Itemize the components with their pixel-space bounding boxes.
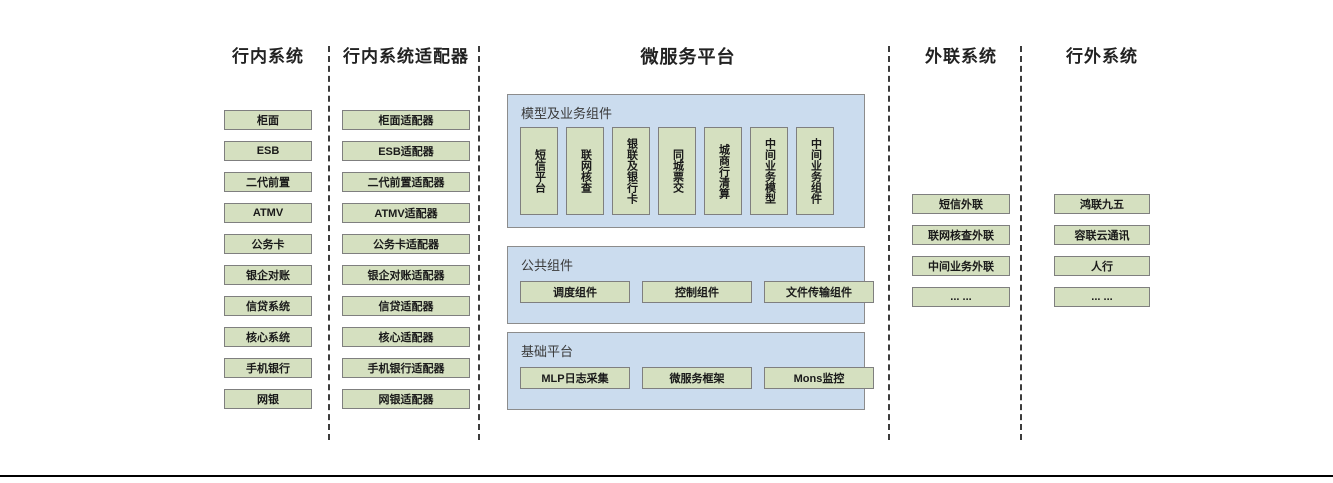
node-item[interactable]: 银企对账 — [224, 265, 312, 285]
column-title-external: 外联系统 — [925, 47, 997, 66]
node-list-external: 短信外联 联网核查外联 中间业务外联 ... ... — [890, 194, 1032, 318]
node-label: 中间业务模型 — [763, 138, 776, 204]
node-item[interactable]: 联网核查外联 — [912, 225, 1010, 245]
column-inbank-adapters: 行内系统适配器 柜面适配器 ESB适配器 二代前置适配器 ATMV适配器 公务卡… — [338, 46, 474, 420]
node-item[interactable]: 网银 — [224, 389, 312, 409]
node-item[interactable]: ESB — [224, 141, 312, 161]
node-item[interactable]: 城商行清算 — [704, 127, 742, 215]
node-item[interactable]: 调度组件 — [520, 281, 630, 303]
panel-title-base: 基础平台 — [521, 344, 574, 359]
column-title-platform: 微服务平台 — [640, 47, 736, 67]
node-label: 短信平台 — [533, 149, 546, 193]
node-item[interactable]: 二代前置 — [224, 172, 312, 192]
node-item[interactable]: 信贷适配器 — [342, 296, 470, 316]
node-item[interactable]: 短信外联 — [912, 194, 1010, 214]
node-item[interactable]: 核心系统 — [224, 327, 312, 347]
node-item[interactable]: 鸿联九五 — [1054, 194, 1150, 214]
node-list-inbank: 柜面 ESB 二代前置 ATMV 公务卡 银企对账 信贷系统 核心系统 手机银行… — [208, 110, 328, 420]
node-item[interactable]: 银联及银行卡 — [612, 127, 650, 215]
node-item[interactable]: 控制组件 — [642, 281, 752, 303]
node-item[interactable]: MLP日志采集 — [520, 367, 630, 389]
node-item[interactable]: 微服务框架 — [642, 367, 752, 389]
node-item[interactable]: 联网核查 — [566, 127, 604, 215]
node-item[interactable]: ATMV适配器 — [342, 203, 470, 223]
node-label: 同城票交 — [671, 149, 684, 193]
node-item[interactable]: 公务卡适配器 — [342, 234, 470, 254]
node-item[interactable]: ... ... — [912, 287, 1010, 307]
node-item[interactable]: 同城票交 — [658, 127, 696, 215]
bottom-rule — [0, 475, 1333, 477]
node-item[interactable]: 手机银行适配器 — [342, 358, 470, 378]
node-item[interactable]: 银企对账适配器 — [342, 265, 470, 285]
panel-title-model: 模型及业务组件 — [521, 106, 613, 121]
node-item[interactable]: 文件传输组件 — [764, 281, 874, 303]
node-item[interactable]: 短信平台 — [520, 127, 558, 215]
column-divider-3 — [888, 46, 890, 440]
node-item[interactable]: ... ... — [1054, 287, 1150, 307]
node-item[interactable]: ATMV — [224, 203, 312, 223]
node-list-base: MLP日志采集 微服务框架 Mons监控 — [520, 367, 874, 389]
panel-base-platform: 基础平台 MLP日志采集 微服务框架 Mons监控 — [507, 332, 874, 410]
node-item[interactable]: 信贷系统 — [224, 296, 312, 316]
node-item[interactable]: 柜面适配器 — [342, 110, 470, 130]
node-item[interactable]: 容联云通讯 — [1054, 225, 1150, 245]
node-item[interactable]: 中间业务组件 — [796, 127, 834, 215]
node-list-model: 短信平台 联网核查 银联及银行卡 同城票交 城商行清算 中间业务模型 — [520, 127, 834, 215]
column-title-outside: 行外系统 — [1066, 47, 1138, 66]
column-title-inbank: 行内系统 — [232, 47, 304, 66]
node-label: 联网核查 — [579, 149, 592, 193]
node-item[interactable]: 中间业务模型 — [750, 127, 788, 215]
panel-model-business-components: 模型及业务组件 短信平台 联网核查 银联及银行卡 同城票交 城商行清算 — [507, 94, 865, 228]
panel-public-components: 公共组件 调度组件 控制组件 文件传输组件 — [507, 246, 874, 324]
column-microservice-platform: 微服务平台 模型及业务组件 短信平台 联网核查 银联及银行卡 同城票交 城商行清… — [490, 46, 886, 410]
column-divider-4 — [1020, 46, 1022, 440]
node-label: 城商行清算 — [717, 143, 730, 199]
node-item[interactable]: 核心适配器 — [342, 327, 470, 347]
node-list-public: 调度组件 控制组件 文件传输组件 — [520, 281, 874, 303]
node-item[interactable]: 公务卡 — [224, 234, 312, 254]
panel-title-public: 公共组件 — [521, 258, 574, 273]
node-item[interactable]: 网银适配器 — [342, 389, 470, 409]
node-item[interactable]: Mons监控 — [764, 367, 874, 389]
node-label: 银联及银行卡 — [625, 138, 638, 204]
node-item[interactable]: 二代前置适配器 — [342, 172, 470, 192]
node-label: 中间业务组件 — [809, 138, 822, 204]
node-list-adapter: 柜面适配器 ESB适配器 二代前置适配器 ATMV适配器 公务卡适配器 银企对账… — [338, 110, 474, 420]
node-item[interactable]: 人行 — [1054, 256, 1150, 276]
node-item[interactable]: 手机银行 — [224, 358, 312, 378]
column-external-systems: 外联系统 短信外联 联网核查外联 中间业务外联 ... ... — [890, 46, 1032, 318]
column-divider-2 — [478, 46, 480, 440]
column-divider-1 — [328, 46, 330, 440]
node-list-outside: 鸿联九五 容联云通讯 人行 ... ... — [1022, 194, 1182, 318]
column-outside-systems: 行外系统 鸿联九五 容联云通讯 人行 ... ... — [1022, 46, 1182, 318]
node-item[interactable]: ESB适配器 — [342, 141, 470, 161]
node-item[interactable]: 中间业务外联 — [912, 256, 1010, 276]
column-title-adapter: 行内系统适配器 — [343, 47, 469, 66]
column-inbank-systems: 行内系统 柜面 ESB 二代前置 ATMV 公务卡 银企对账 信贷系统 核心系统… — [208, 46, 328, 420]
node-item[interactable]: 柜面 — [224, 110, 312, 130]
